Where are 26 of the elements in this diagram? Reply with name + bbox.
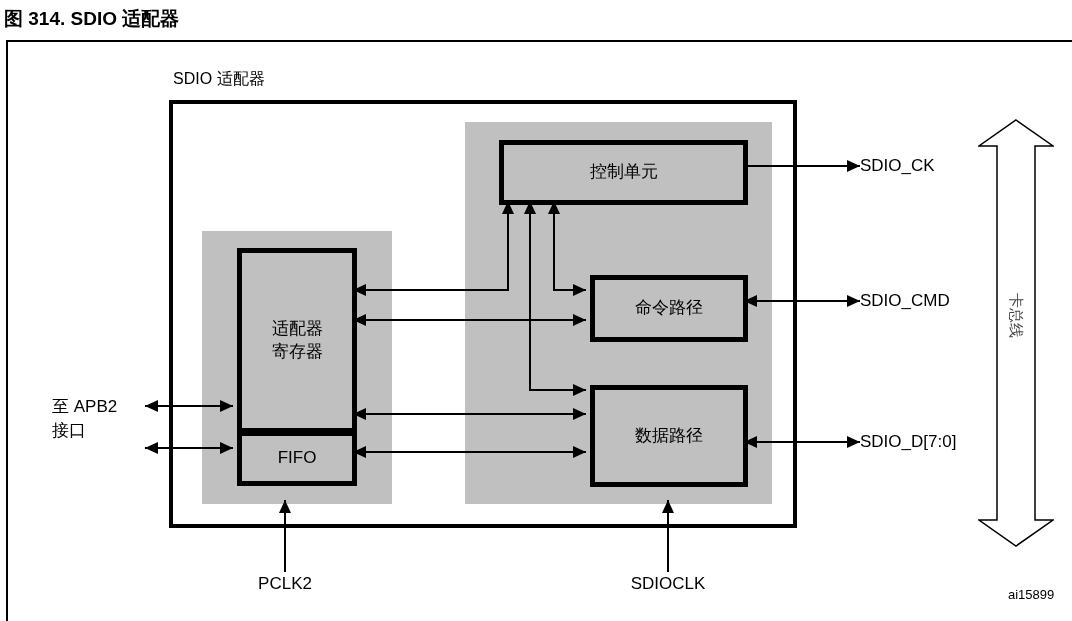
shaded-region [465, 122, 772, 504]
box-heading: SDIO 适配器 [173, 69, 265, 89]
signal-label: SDIO_CK [860, 154, 970, 178]
block-label: 数据路径 [635, 424, 703, 447]
control-unit-block [499, 140, 748, 205]
block-label: 命令路径 [635, 297, 703, 320]
bus-label: 卡总线 [1007, 293, 1026, 338]
arrow [144, 400, 234, 412]
shaded-region [202, 231, 392, 504]
block-label: 控制单元 [589, 161, 658, 184]
arrow [144, 442, 234, 454]
clock-label: PCLK2 [247, 572, 323, 596]
arrow [279, 499, 291, 573]
fifo-block [237, 431, 357, 486]
block-label: FIFO [277, 447, 317, 470]
figure-title: 图 314. SDIO 适配器 [4, 7, 180, 31]
register-block [237, 248, 357, 433]
block-label: 适配器寄存器 [270, 317, 324, 363]
figure-id: ai15899 [1008, 587, 1055, 602]
signal-label: SDIO_CMD [860, 289, 980, 313]
interface-label: 至 APB2 接口 [52, 395, 145, 445]
data-path-block [590, 385, 748, 487]
clock-label: SDIOCLK [626, 572, 710, 596]
arrow [662, 499, 674, 573]
command-path-block [590, 275, 748, 342]
signal-label: SDIO_D[7:0] [860, 430, 990, 454]
